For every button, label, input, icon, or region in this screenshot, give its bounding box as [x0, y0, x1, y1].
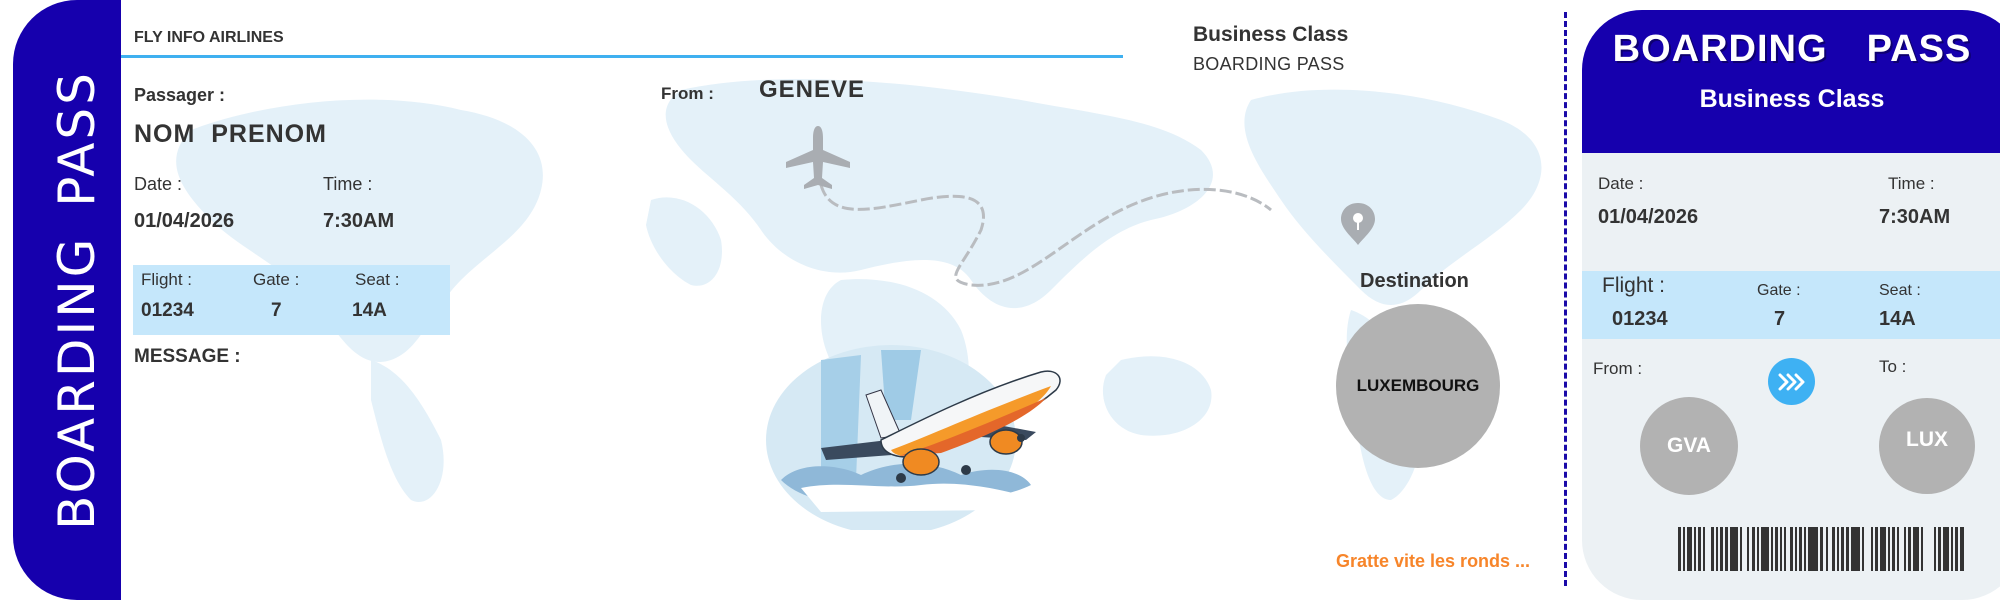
time-label: Time : [323, 174, 373, 194]
message-label: MESSAGE : [134, 346, 241, 367]
stub-title: BOARDING PASS [1612, 28, 1972, 70]
stub-date-value: 01/04/2026 [1598, 206, 1699, 228]
passenger-label: Passager : [134, 85, 226, 105]
triple-chevron-right-icon [1778, 373, 1804, 390]
seat-label: Seat : [355, 270, 400, 289]
to-code-scratch-circle[interactable]: LUX [1879, 398, 1975, 494]
stub-gate-value: 7 [1774, 308, 1786, 330]
stub-flight-value: 01234 [1612, 308, 1668, 330]
stub-gate-label: Gate : [1757, 282, 1801, 299]
date-value: 01/04/2026 [134, 210, 235, 232]
flight-value: 01234 [141, 300, 194, 321]
header-divider [121, 55, 1123, 58]
destination-value: LUXEMBOURG [1356, 376, 1480, 395]
from-code: GVA [1667, 434, 1711, 457]
perforation-line [1564, 12, 1567, 586]
from-value: GENEVE [759, 76, 866, 103]
promo-text: Gratte vite les ronds ... [1336, 551, 1531, 571]
direction-arrow [1768, 358, 1815, 405]
stub-time-value: 7:30AM [1879, 206, 1951, 228]
from-label: From : [661, 84, 714, 103]
class-title: Business Class [1193, 23, 1349, 46]
flight-info-band [133, 265, 450, 335]
seat-value: 14A [352, 300, 387, 321]
boarding-pass-stub: BOARDING PASS Business Class Date : 01/0… [1582, 10, 2000, 600]
destination-scratch-circle[interactable]: LUXEMBOURG [1336, 304, 1500, 468]
gate-value: 7 [271, 300, 282, 321]
from-code-scratch-circle[interactable]: GVA [1640, 397, 1738, 495]
stub-header: BOARDING PASS Business Class [1582, 10, 2000, 153]
boarding-pass-main: BOARDING PASS FLY INFO AIRLINES Passager… [13, 0, 1542, 600]
date-label: Date : [134, 174, 183, 194]
passenger-name: NOM PRENOM [134, 120, 327, 148]
stub-flight-label: Flight : [1602, 274, 1666, 297]
plane-icon [786, 126, 850, 189]
stub-to-label: To : [1879, 357, 1907, 376]
stub-class: Business Class [1699, 85, 1885, 113]
stub-flight-band [1582, 271, 2000, 339]
sidebar-title: BOARDING PASS [48, 70, 106, 530]
class-subtitle: BOARDING PASS [1193, 54, 1345, 74]
airplane-illustration [766, 345, 1061, 530]
time-value: 7:30AM [323, 210, 395, 232]
stub-date-label: Date : [1598, 174, 1644, 193]
barcode [1678, 527, 1964, 571]
world-map-background [176, 79, 1542, 530]
map-pin-icon [1341, 203, 1375, 245]
airline-name: FLY INFO AIRLINES [134, 29, 284, 46]
stub-seat-value: 14A [1879, 308, 1916, 330]
stub-from-label: From : [1593, 359, 1643, 378]
flight-label: Flight : [141, 270, 193, 289]
sidebar-banner: BOARDING PASS [13, 0, 121, 600]
gate-label: Gate : [253, 270, 300, 289]
to-code: LUX [1906, 428, 1948, 451]
stub-time-label: Time : [1888, 174, 1935, 193]
destination-label: Destination [1360, 270, 1469, 292]
stub-seat-label: Seat : [1879, 282, 1921, 299]
